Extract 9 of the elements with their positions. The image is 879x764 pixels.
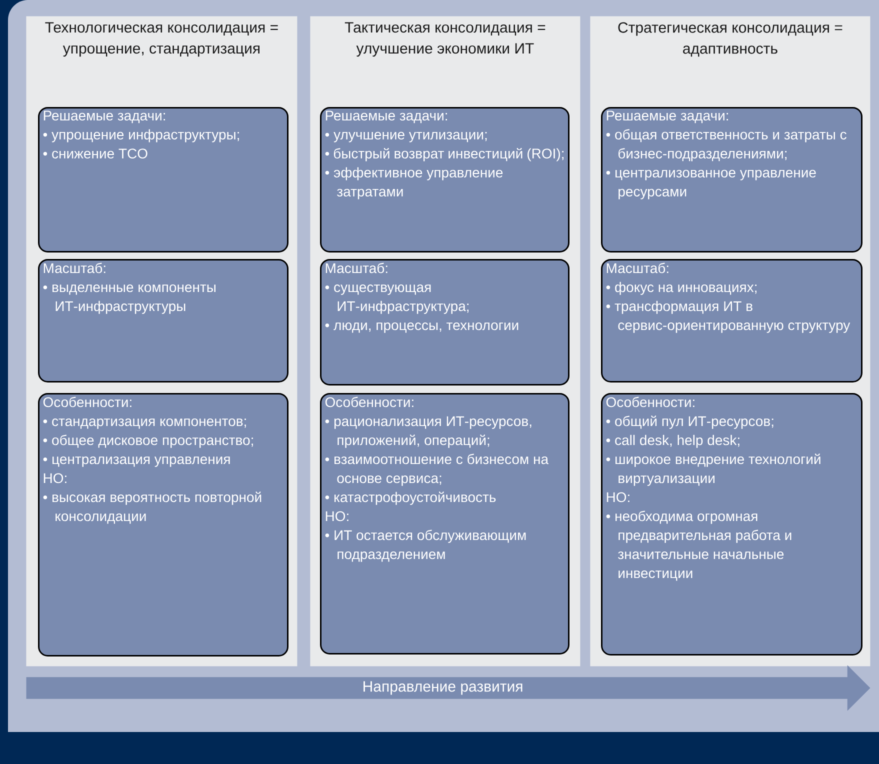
info-box: Особенности: • стандартизация компонентов; • общее дисковое пространство; • централизация управления НО: • высокая вероятность повторной консолидации [38, 393, 288, 656]
info-box: Решаемые задачи: • упрощение инфраструктуры; • снижение TCO [38, 107, 288, 252]
info-box: Масштаб: • существующая ИТ-инфраструктура; • люди, процессы, технологии [320, 259, 570, 386]
info-box: Масштаб: • выделенные компоненты ИТ-инфраструктуры [38, 259, 288, 382]
info-box: Особенности: • рационализация ИТ-ресурсов, приложений, операций; • взаимоотношение с бизнесом на основе сервиса; • катастрофоустойчивость НО: • ИТ остается обслуживающим подразделением [320, 393, 570, 654]
info-box: Решаемые задачи: • общая ответственность и затраты с бизнес-подразделениями; • централизованное управление ресурсами [601, 107, 862, 252]
info-box: Особенности: • общий пул ИТ-ресурсов; • call desk, help desk; • широкое внедрение технологий виртуализации НО: • необходима огромная предварительная работа и значительные начальные инвестиции [601, 393, 862, 656]
info-box: Решаемые задачи: • улучшение утилизации; • быстрый возврат инвестиций (ROI); • эффективное управление затратами [320, 107, 570, 252]
info-box: Масштаб: • фокус на инновациях; • трансформация ИТ в сервис-ориентированную структуру [601, 259, 862, 382]
